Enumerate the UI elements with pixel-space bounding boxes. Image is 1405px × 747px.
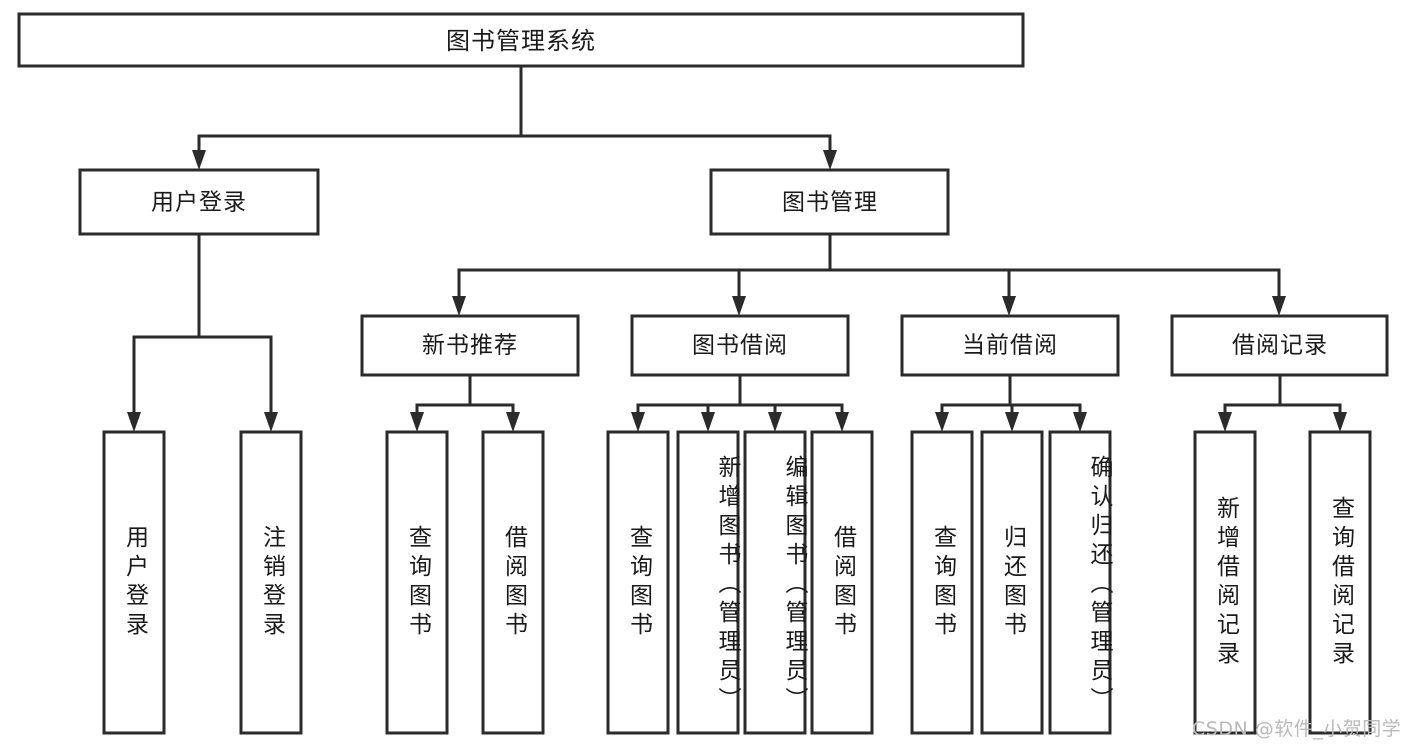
leaf-box-user-login[interactable] bbox=[102, 430, 166, 735]
node-root[interactable]: 图书管理系统 bbox=[17, 12, 1025, 68]
leaf-box-return-book[interactable] bbox=[980, 430, 1044, 735]
leaf-box-user-logout[interactable] bbox=[239, 430, 303, 735]
root-label: 图书管理系统 bbox=[446, 27, 596, 55]
leaf-box-query-record[interactable] bbox=[1308, 430, 1372, 735]
arrowhead-book-management bbox=[823, 150, 837, 170]
book-management-box[interactable] bbox=[709, 168, 950, 236]
node-book-management[interactable]: 图书管理 bbox=[709, 168, 950, 236]
arrowhead-new-book-recommend bbox=[452, 296, 466, 316]
edge-group-current-borrow bbox=[935, 373, 1087, 432]
user-login-box[interactable] bbox=[78, 168, 320, 236]
leaf-box-borrow-book-2[interactable] bbox=[810, 430, 874, 735]
csdn-watermark: CSDN @软件_小贺同学 bbox=[1192, 718, 1402, 740]
borrow-records-label: 借阅记录 bbox=[1232, 333, 1328, 359]
leaf-box-edit-book[interactable] bbox=[743, 430, 807, 735]
node-borrow-records[interactable]: 借阅记录 bbox=[1170, 314, 1389, 377]
arrowhead-borrow-records bbox=[1272, 296, 1286, 316]
book-management-label: 图书管理 bbox=[782, 190, 878, 216]
new-book-recommend-box[interactable] bbox=[360, 314, 580, 377]
arrowhead-leaf-user-login bbox=[127, 412, 141, 432]
arrowhead-leaf-query-record bbox=[1333, 412, 1347, 432]
node-current-borrow[interactable]: 当前借阅 bbox=[900, 314, 1120, 377]
arrowhead-leaf-query-book-1 bbox=[410, 412, 424, 432]
edge-group-user-login bbox=[127, 232, 278, 432]
edge-group-book-borrow bbox=[631, 373, 849, 432]
arrowhead-leaf-query-book-2 bbox=[631, 412, 645, 432]
edge-group-root bbox=[192, 64, 837, 170]
arrowhead-leaf-return-book bbox=[1005, 412, 1019, 432]
arrowhead-book-borrow bbox=[732, 296, 746, 316]
arrowhead-leaf-edit-book bbox=[768, 412, 782, 432]
edge-group-new-book-recommend bbox=[410, 373, 520, 432]
leaf-box-confirm-return[interactable] bbox=[1048, 430, 1112, 735]
arrowhead-leaf-add-book bbox=[701, 412, 715, 432]
leaf-box-add-book[interactable] bbox=[676, 430, 740, 735]
leaf-boxes bbox=[102, 430, 1372, 735]
borrow-records-box[interactable] bbox=[1170, 314, 1389, 377]
book-borrow-box[interactable] bbox=[630, 314, 850, 377]
arrowhead-leaf-confirm-return bbox=[1073, 412, 1087, 432]
edge-group-book-management bbox=[452, 232, 1286, 316]
leaf-box-borrow-book-1[interactable] bbox=[481, 430, 545, 735]
arrowhead-user-login bbox=[192, 150, 206, 170]
arrowhead-leaf-add-record bbox=[1218, 412, 1232, 432]
user-login-label: 用户登录 bbox=[151, 190, 247, 216]
new-book-recommend-label: 新书推荐 bbox=[422, 333, 518, 359]
arrowhead-leaf-query-book-3 bbox=[935, 412, 949, 432]
node-book-borrow[interactable]: 图书借阅 bbox=[630, 314, 850, 377]
node-user-login[interactable]: 用户登录 bbox=[78, 168, 320, 236]
leaf-box-query-book-1[interactable] bbox=[385, 430, 449, 735]
arrowhead-leaf-borrow-book-1 bbox=[506, 412, 520, 432]
arrowhead-current-borrow bbox=[1002, 296, 1016, 316]
leaf-box-query-book-2[interactable] bbox=[606, 430, 670, 735]
arrowhead-leaf-borrow-book-2 bbox=[835, 412, 849, 432]
leaf-box-query-book-3[interactable] bbox=[910, 430, 974, 735]
edge-group-borrow-records bbox=[1218, 373, 1347, 432]
current-borrow-box[interactable] bbox=[900, 314, 1120, 377]
root-box[interactable] bbox=[17, 12, 1025, 68]
node-new-book-recommend[interactable]: 新书推荐 bbox=[360, 314, 580, 377]
leaf-box-add-record[interactable] bbox=[1193, 430, 1257, 735]
current-borrow-label: 当前借阅 bbox=[962, 333, 1058, 359]
book-borrow-label: 图书借阅 bbox=[692, 333, 788, 359]
arrowhead-leaf-user-logout bbox=[264, 412, 278, 432]
